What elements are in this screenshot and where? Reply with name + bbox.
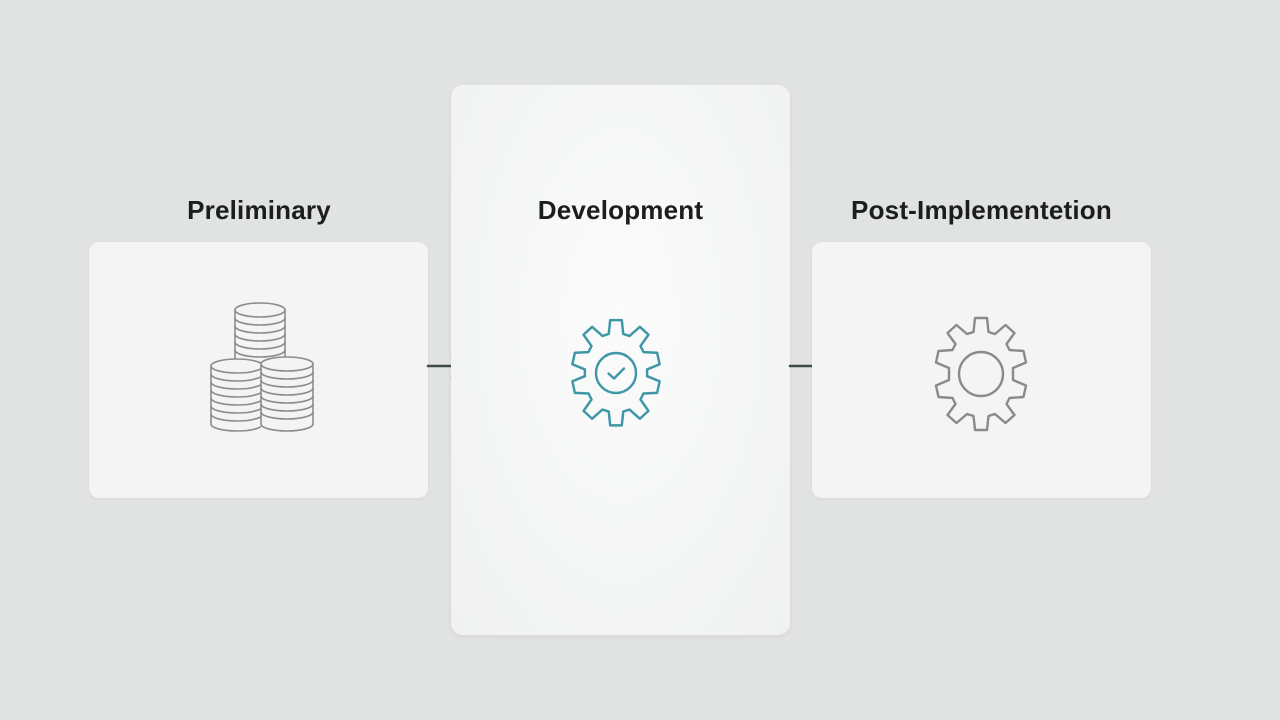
gear-icon (919, 312, 1043, 436)
gear-check-icon (559, 316, 673, 430)
stage-card-development (451, 85, 790, 635)
stage-card-post-implementation (812, 242, 1151, 498)
stage-title-development: Development (537, 195, 704, 225)
stage-title-post-implementation: Post-Implementetion (851, 195, 1112, 225)
coin-stack-icon (203, 298, 319, 436)
stage-title-preliminary: Preliminary (187, 195, 331, 225)
